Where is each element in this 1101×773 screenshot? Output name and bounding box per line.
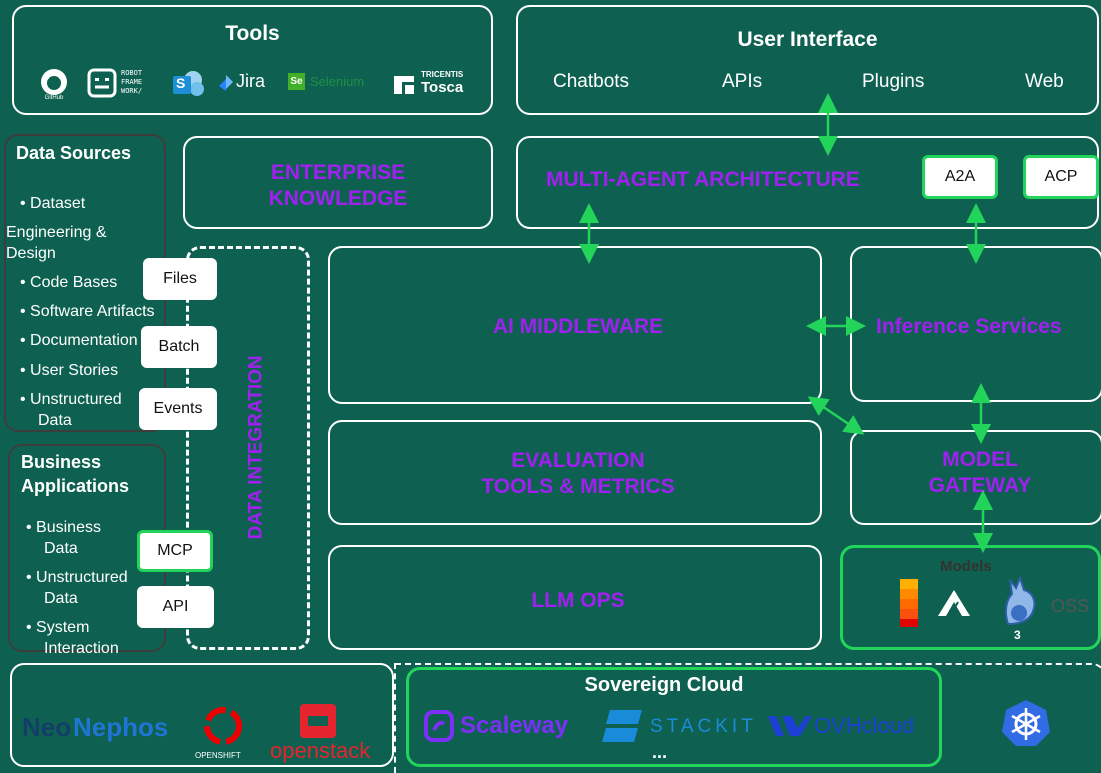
business-applications-title-2: Applications <box>21 476 130 496</box>
user-interface-title: User Interface <box>737 28 878 51</box>
user-interface-panel <box>516 5 1099 115</box>
business-item-system: • System <box>26 619 90 636</box>
data-source-data: Data <box>38 412 72 429</box>
api-connector: API <box>137 586 214 628</box>
data-source-unstructured: • Unstructured <box>20 391 122 408</box>
data-source-engineering: Engineering & <box>6 224 107 241</box>
openshift-label: OPENSHIFT <box>195 751 241 760</box>
ui-item-chatbots: Chatbots <box>553 71 630 92</box>
ai-middleware-label: AI MIDDLEWARE <box>492 315 664 338</box>
jira-label: Jira <box>236 71 266 91</box>
files-connector: Files <box>143 258 217 300</box>
business-item-interaction: Interaction <box>44 640 119 657</box>
more-clouds-label: ... <box>652 742 668 762</box>
data-sources-title: Data Sources <box>16 143 132 163</box>
ui-item-web: Web <box>1025 71 1064 92</box>
sovereign-cloud-title: Sovereign Cloud <box>584 674 744 696</box>
data-integration-panel <box>186 246 310 650</box>
stackit-logo-icon <box>602 710 642 742</box>
robot-framework-label: ROBOT FRAME WORK/ <box>121 69 143 95</box>
openstack-logo-icon <box>300 704 336 738</box>
business-item-unstructured-data: Data <box>44 590 78 607</box>
sovereign-cloud-panel <box>406 667 942 767</box>
models-title: Models <box>940 558 992 575</box>
arrow-middleware-gateway <box>807 396 865 435</box>
models-panel <box>840 545 1101 650</box>
robot-framework-icon <box>87 68 117 98</box>
stackit-label: STACKIT <box>650 716 757 737</box>
tools-title: Tools <box>225 22 280 45</box>
business-item-unstructured: • Unstructured <box>26 569 128 586</box>
ui-item-plugins: Plugins <box>862 71 925 92</box>
mistral-logo-icon <box>900 579 918 627</box>
multi-agent-label: MULTI-AGENT ARCHITECTURE <box>546 168 860 191</box>
github-logo-label: GitHub <box>44 95 64 101</box>
data-source-software-artifacts: • Software Artifacts <box>20 303 155 320</box>
scaleway-logo-icon <box>424 710 454 742</box>
model-gateway-line1: MODEL <box>942 448 1018 471</box>
neonephos-logo-a: Neo <box>22 712 72 742</box>
neonephos-logo-b: Nephos <box>73 712 169 742</box>
enterprise-knowledge-line2: KNOWLEDGE <box>268 187 408 210</box>
data-source-documentation: • Documentation <box>20 332 138 349</box>
aleph-alpha-logo-icon <box>936 588 972 618</box>
ovhcloud-logo-icon <box>768 712 812 740</box>
github-logo-icon <box>40 68 68 102</box>
sharepoint-letter: S <box>176 75 186 91</box>
data-source-code-bases: • Code Bases <box>20 274 118 291</box>
selenium-label: Selenium <box>310 74 365 89</box>
llm-ops-label: LLM OPS <box>531 589 625 612</box>
batch-connector: Batch <box>141 326 217 368</box>
jira-icon <box>218 74 234 92</box>
evaluation-line1: EVALUATION <box>511 449 645 472</box>
mcp-connector: MCP <box>137 530 213 572</box>
scaleway-label: Scaleway <box>460 712 569 739</box>
enterprise-knowledge-line1: ENTERPRISE <box>270 161 406 184</box>
evaluation-panel <box>328 420 822 525</box>
acp-badge: ACP <box>1023 155 1099 199</box>
cloud-dashed-border <box>394 663 1101 773</box>
data-source-dataset: • Dataset <box>20 195 86 212</box>
llama-logo-icon <box>998 574 1048 628</box>
sharepoint-icon <box>171 70 205 98</box>
data-source-user-stories: • User Stories <box>20 362 119 379</box>
business-applications-title-1: Business <box>21 452 102 472</box>
tools-panel <box>12 5 493 115</box>
model-gateway-line2: GATEWAY <box>928 474 1032 497</box>
oss-label: OSS <box>1051 596 1090 616</box>
tricentis-label: TRICENTIS <box>421 70 464 79</box>
ui-item-apis: APIs <box>722 71 763 92</box>
kubernetes-logo-icon <box>1000 698 1052 748</box>
business-item-business: • Business <box>26 519 101 536</box>
inference-services-label: Inference Services <box>876 315 1062 338</box>
evaluation-line2: TOOLS & METRICS <box>481 475 675 498</box>
llm-ops-panel <box>328 545 822 650</box>
enterprise-knowledge-panel <box>183 136 493 229</box>
tricentis-tosca-icon <box>392 72 416 96</box>
business-item-data: Data <box>44 540 78 557</box>
tosca-label: Tosca <box>421 79 464 96</box>
events-connector: Events <box>139 388 217 430</box>
openstack-label: openstack <box>270 738 371 763</box>
data-source-design: Design <box>6 245 56 262</box>
openshift-logo-icon <box>200 704 246 748</box>
llama-badge: 3 <box>1014 628 1021 642</box>
selenium-icon: Se <box>288 73 305 90</box>
infrastructure-panel <box>10 663 394 767</box>
ovhcloud-label: OVHcloud <box>814 713 915 738</box>
a2a-badge: A2A <box>922 155 998 199</box>
